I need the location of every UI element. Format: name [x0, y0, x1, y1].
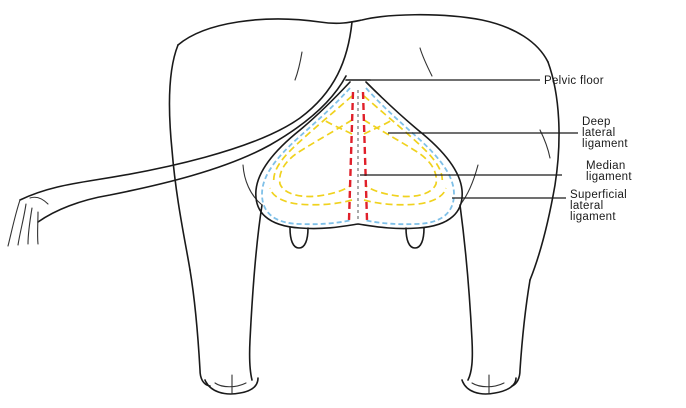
- label-deep-lateral-line3: ligament: [582, 138, 628, 150]
- cow-body-outline: [170, 15, 560, 394]
- label-superficial-lateral-line3: ligament: [570, 211, 616, 223]
- leader-lines: [360, 80, 578, 198]
- left-teat: [290, 228, 308, 248]
- label-pelvic-floor: Pelvic floor: [544, 75, 604, 87]
- right-teat: [406, 228, 424, 248]
- median-ligament: [349, 90, 367, 222]
- label-median-line2: ligament: [586, 171, 632, 183]
